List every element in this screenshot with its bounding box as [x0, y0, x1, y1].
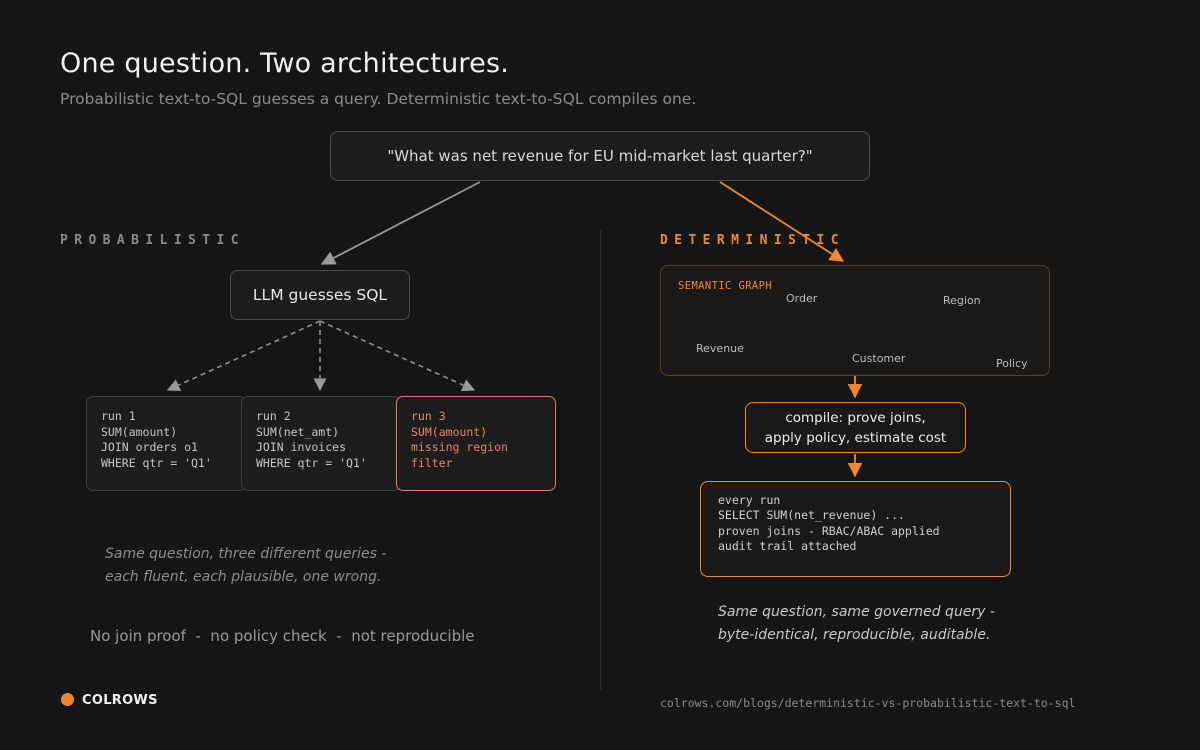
- run-line: WHERE qtr = 'Q1': [256, 455, 367, 470]
- brand-name: COLROWS: [82, 693, 158, 708]
- node-label-policy: Policy: [996, 357, 1028, 370]
- brand-logo-icon: [61, 693, 74, 706]
- deterministic-caption: Same question, same governed query - byt…: [718, 601, 995, 647]
- every-run-line: proven joins - RBAC/ABAC applied: [718, 523, 940, 538]
- question-text: "What was net revenue for EU mid-market …: [387, 147, 813, 165]
- compile-box: compile: prove joins, apply policy, esti…: [745, 402, 966, 453]
- arrow-llm-to-run1: [166, 320, 321, 392]
- probabilistic-caption: Same question, three different queries -…: [105, 543, 386, 589]
- run-box-1: run 1 SUM(amount) JOIN orders o1 WHERE q…: [86, 396, 246, 491]
- run-line: missing region: [411, 440, 508, 454]
- run-line: SUM(amount): [411, 424, 488, 439]
- compile-line: apply policy, estimate cost: [764, 429, 947, 446]
- arrow-question-to-llm: [320, 181, 481, 265]
- every-run-box: every run SELECT SUM(net_revenue) ... pr…: [700, 481, 1011, 577]
- caption-line: byte-identical, reproducible, auditable.: [718, 627, 991, 643]
- caption-line: each fluent, each plausible, one wrong.: [105, 569, 382, 585]
- question-box: "What was net revenue for EU mid-market …: [330, 131, 870, 181]
- llm-box-label: LLM guesses SQL: [252, 286, 388, 304]
- llm-box: LLM guesses SQL: [230, 270, 410, 320]
- run-line: run 1: [101, 409, 136, 423]
- node-label-region: Region: [943, 294, 981, 307]
- run-line: JOIN orders o1: [101, 440, 198, 454]
- every-run-line: SELECT SUM(net_revenue) ...: [718, 508, 905, 523]
- arrow-llm-to-run3: [319, 320, 476, 392]
- caption-line: Same question, three different queries -: [105, 546, 387, 562]
- node-label-revenue: Revenue: [696, 342, 744, 355]
- node-label-customer: Customer: [852, 352, 906, 365]
- run-line: WHERE qtr = 'Q1': [101, 455, 212, 470]
- run-line: run 2: [256, 409, 291, 423]
- node-label-order: Order: [786, 292, 818, 305]
- semantic-graph-box: [660, 265, 1050, 376]
- page-title: One question. Two architectures.: [60, 48, 509, 79]
- probabilistic-summary: No join proof - no policy check - not re…: [90, 627, 475, 645]
- run-line: SUM(net_amt): [256, 424, 340, 439]
- semantic-graph-label: SEMANTIC GRAPH: [678, 280, 773, 292]
- deterministic-label: DETERMINISTIC: [660, 233, 845, 248]
- column-divider: [600, 230, 601, 690]
- probabilistic-label: PROBABILISTIC: [60, 233, 245, 248]
- run-line: SUM(amount): [101, 424, 178, 439]
- every-run-line: every run: [718, 493, 781, 507]
- compile-line: compile: prove joins,: [785, 409, 926, 426]
- page-subtitle: Probabilistic text-to-SQL guesses a quer…: [60, 90, 697, 108]
- run-line: JOIN invoices: [256, 440, 347, 454]
- run-box-3-wrong: run 3 SUM(amount) missing region filter: [396, 396, 556, 491]
- source-url: colrows.com/blogs/deterministic-vs-proba…: [660, 696, 1076, 710]
- every-run-line: audit trail attached: [718, 538, 857, 553]
- arrow-question-to-graph: [719, 181, 845, 262]
- run-line: run 3: [411, 409, 446, 423]
- run-line: filter: [411, 455, 453, 470]
- caption-line: Same question, same governed query -: [718, 604, 995, 620]
- run-box-2: run 2 SUM(net_amt) JOIN invoices WHERE q…: [241, 396, 401, 491]
